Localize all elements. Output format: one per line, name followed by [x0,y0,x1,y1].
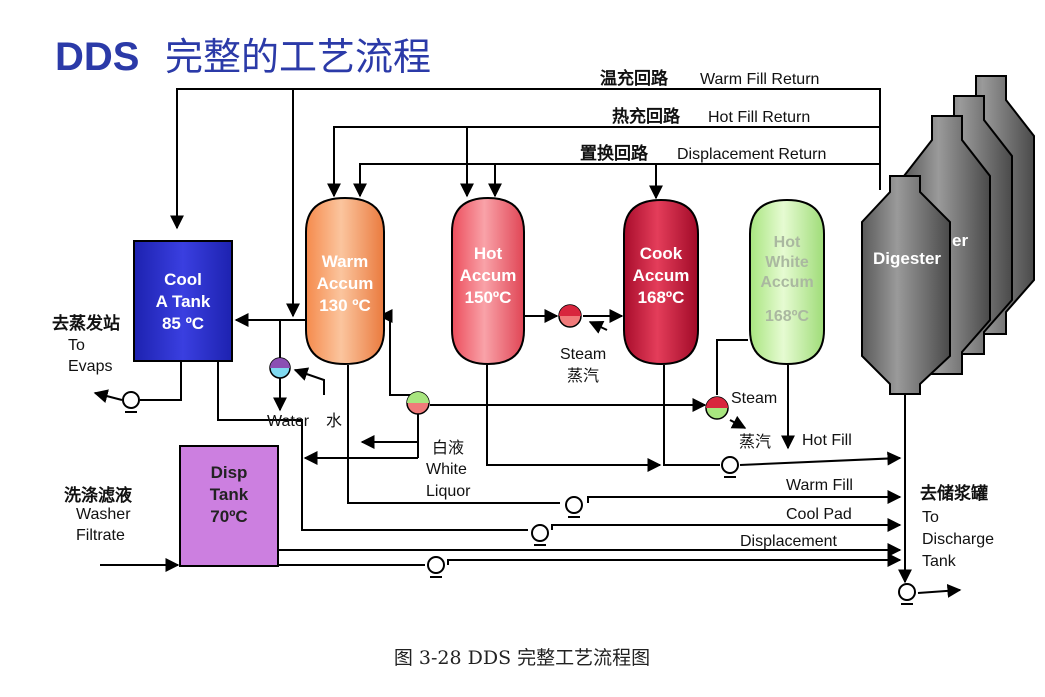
discharge-label-cn: 去储浆罐 [920,483,988,504]
white-liquor-label-en-2: Liquor [426,483,471,500]
pump-discharge [898,583,916,605]
displacement-return-en: Displacement Return [677,146,826,163]
steam-2-label-cn: 蒸汽 [739,432,771,451]
figure-caption: 图 3-28 DDS 完整工艺流程图 [394,647,650,669]
white-liquor-label-en-1: White [426,461,467,478]
evaps-label-en-2: Evaps [68,358,112,375]
digester-back-1-label: er [952,231,968,250]
warm-fill-return-cn: 温充回路 [600,68,669,89]
heat-exchanger-steam-1 [558,304,582,328]
heat-exchanger-water [269,357,291,379]
title-cjk: 完整的工艺流程 [165,35,431,79]
hot-accum: Hot Accum 150ºC [451,196,525,366]
hot-accum-label-3: 150ºC [465,288,512,307]
pump-displacement [427,556,445,578]
warm-fill-label: Warm Fill [786,477,853,494]
washer-label-en-1: Washer [76,506,131,523]
hot-fill-label: Hot Fill [802,432,852,449]
warm-fill-return-en: Warm Fill Return [700,71,819,88]
displacement-label: Displacement [740,533,837,550]
heat-exchanger-white-liquor [406,391,430,415]
hot-white-accum-label-2: White [765,254,809,271]
pump-evaps [122,391,140,413]
hot-white-accum-label-1: Hot [774,234,801,251]
digester-label: Digester [873,249,941,268]
hot-fill-return-en: Hot Fill Return [708,109,810,126]
evaps-label-en-1: To [68,337,85,354]
white-liquor-label-cn: 白液 [432,438,464,457]
cook-accum: Cook Accum 168ºC [623,198,699,366]
pump-warm-fill [565,496,583,518]
washer-label-en-2: Filtrate [76,527,125,544]
disp-tank-label-1: Disp [211,463,248,482]
hot-white-accum-label-4: 168ºC [765,308,810,325]
digester-front: Digester [861,175,951,395]
discharge-label-en-3: Tank [922,553,957,570]
digester-stack: r er er Digester [861,75,1035,395]
hot-accum-label-1: Hot [474,244,503,263]
hot-fill-return-cn: 热充回路 [612,106,681,127]
water-label-en: Water [267,413,310,430]
disp-tank-label-3: 70ºC [210,507,247,526]
warm-accum-label-1: Warm [322,252,369,271]
evaps-label-cn: 去蒸发站 [52,313,120,334]
disp-tank-label-2: Tank [210,485,249,504]
warm-accum-label-2: Accum [317,274,374,293]
warm-accum: Warm Accum 130 ºC [305,196,385,366]
water-label-cn: 水 [326,411,342,430]
warm-accum-label-3: 130 ºC [319,296,371,315]
cook-accum-label-1: Cook [640,244,683,263]
hot-accum-label-2: Accum [460,266,517,285]
washer-label-cn: 洗涤滤液 [64,485,132,506]
cool-tank-label-3: 85 ºC [162,314,204,333]
disp-tank: Disp Tank 70ºC [179,445,279,567]
steam-2-label-en: Steam [731,390,777,407]
diagram-title: DDS 完整的工艺流程 [55,35,431,79]
cool-tank-label-1: Cool [164,270,202,289]
title-latin: DDS [55,35,139,79]
pump-hot-fill [721,456,739,478]
heat-exchanger-steam-2 [705,396,729,420]
hot-white-accum-label-3: Accum [760,274,813,291]
pump-cool-pad [531,524,549,546]
hot-white-accum: Hot White Accum 168ºC [749,198,825,366]
cool-tank-label-2: A Tank [156,292,211,311]
cool-pad-label: Cool Pad [786,506,852,523]
steam-1-label-en: Steam [560,346,606,363]
cook-accum-label-3: 168ºC [638,288,685,307]
cook-accum-label-2: Accum [633,266,690,285]
displacement-return-cn: 置换回路 [580,143,649,164]
discharge-label-en-1: To [922,509,939,526]
cool-a-tank: Cool A Tank 85 ºC [133,240,233,362]
return-lines [170,88,881,318]
steam-1-label-cn: 蒸汽 [567,366,599,385]
discharge-label-en-2: Discharge [922,531,994,548]
